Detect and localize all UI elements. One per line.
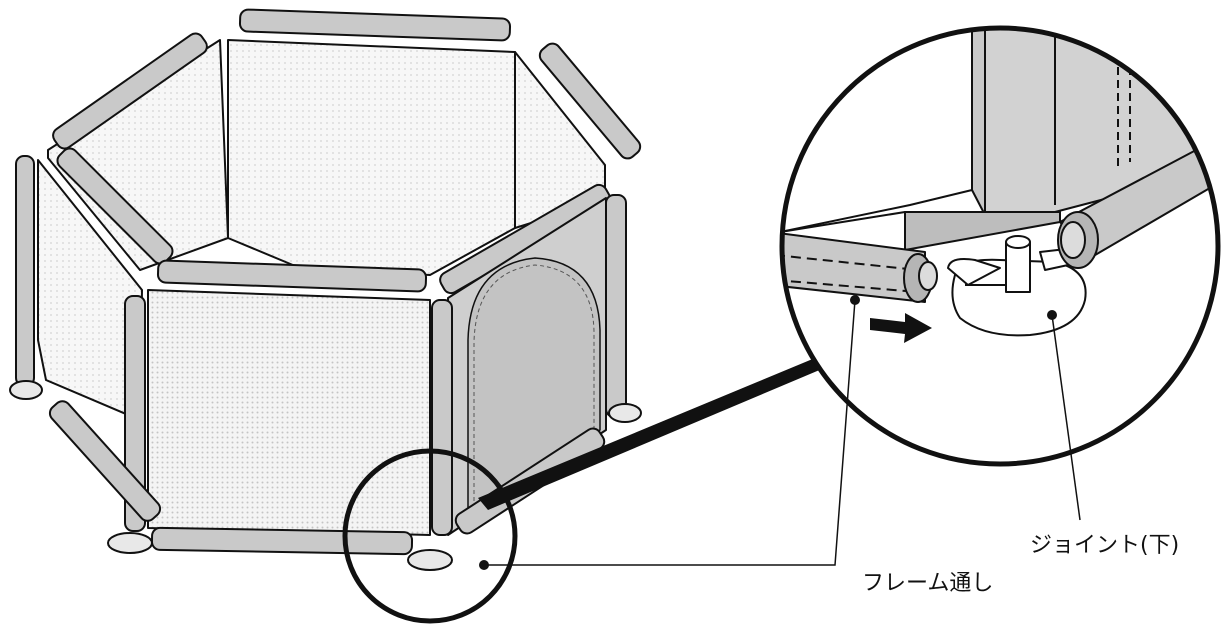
foot-left (9, 380, 43, 400)
zoom-insert-arrow (870, 313, 932, 343)
leader-frame-dot (479, 560, 489, 570)
zoom-joint-peg (1005, 241, 1031, 293)
zoom-frame-pipe (782, 231, 926, 303)
post-right (605, 194, 627, 418)
foot-front-left (107, 532, 153, 554)
top-rail-back-right (538, 42, 642, 160)
door-arch (467, 257, 601, 521)
bottom-rail-left (48, 400, 162, 522)
leader-frame (485, 299, 856, 566)
zoom-detail (782, 28, 1218, 464)
mesh-panel-left-side (37, 159, 143, 421)
top-rail-front (156, 259, 428, 293)
foot-front-right (407, 549, 453, 571)
label-joint-lower: ジョイント(下) (1030, 533, 1180, 558)
foot-right (608, 403, 642, 423)
zoom-circle (779, 25, 1221, 467)
post-front-right (431, 299, 453, 536)
door-arch-stitch (473, 264, 595, 515)
top-rail-back (238, 8, 512, 42)
mesh-panel-back-center (227, 39, 516, 276)
detail-circle-small (342, 448, 518, 624)
mesh-panel-front (147, 289, 431, 536)
playpen (9, 8, 642, 571)
top-rail-back-left (52, 32, 208, 150)
label-frame-sleeve: フレーム通し (862, 571, 994, 596)
leader-joint (1051, 314, 1081, 521)
zoom-panel-edge (971, 28, 986, 216)
zoom-pointer (478, 326, 900, 510)
bottom-rail-front (150, 526, 414, 556)
post-far-left (15, 155, 35, 387)
top-rail-left (56, 147, 174, 265)
